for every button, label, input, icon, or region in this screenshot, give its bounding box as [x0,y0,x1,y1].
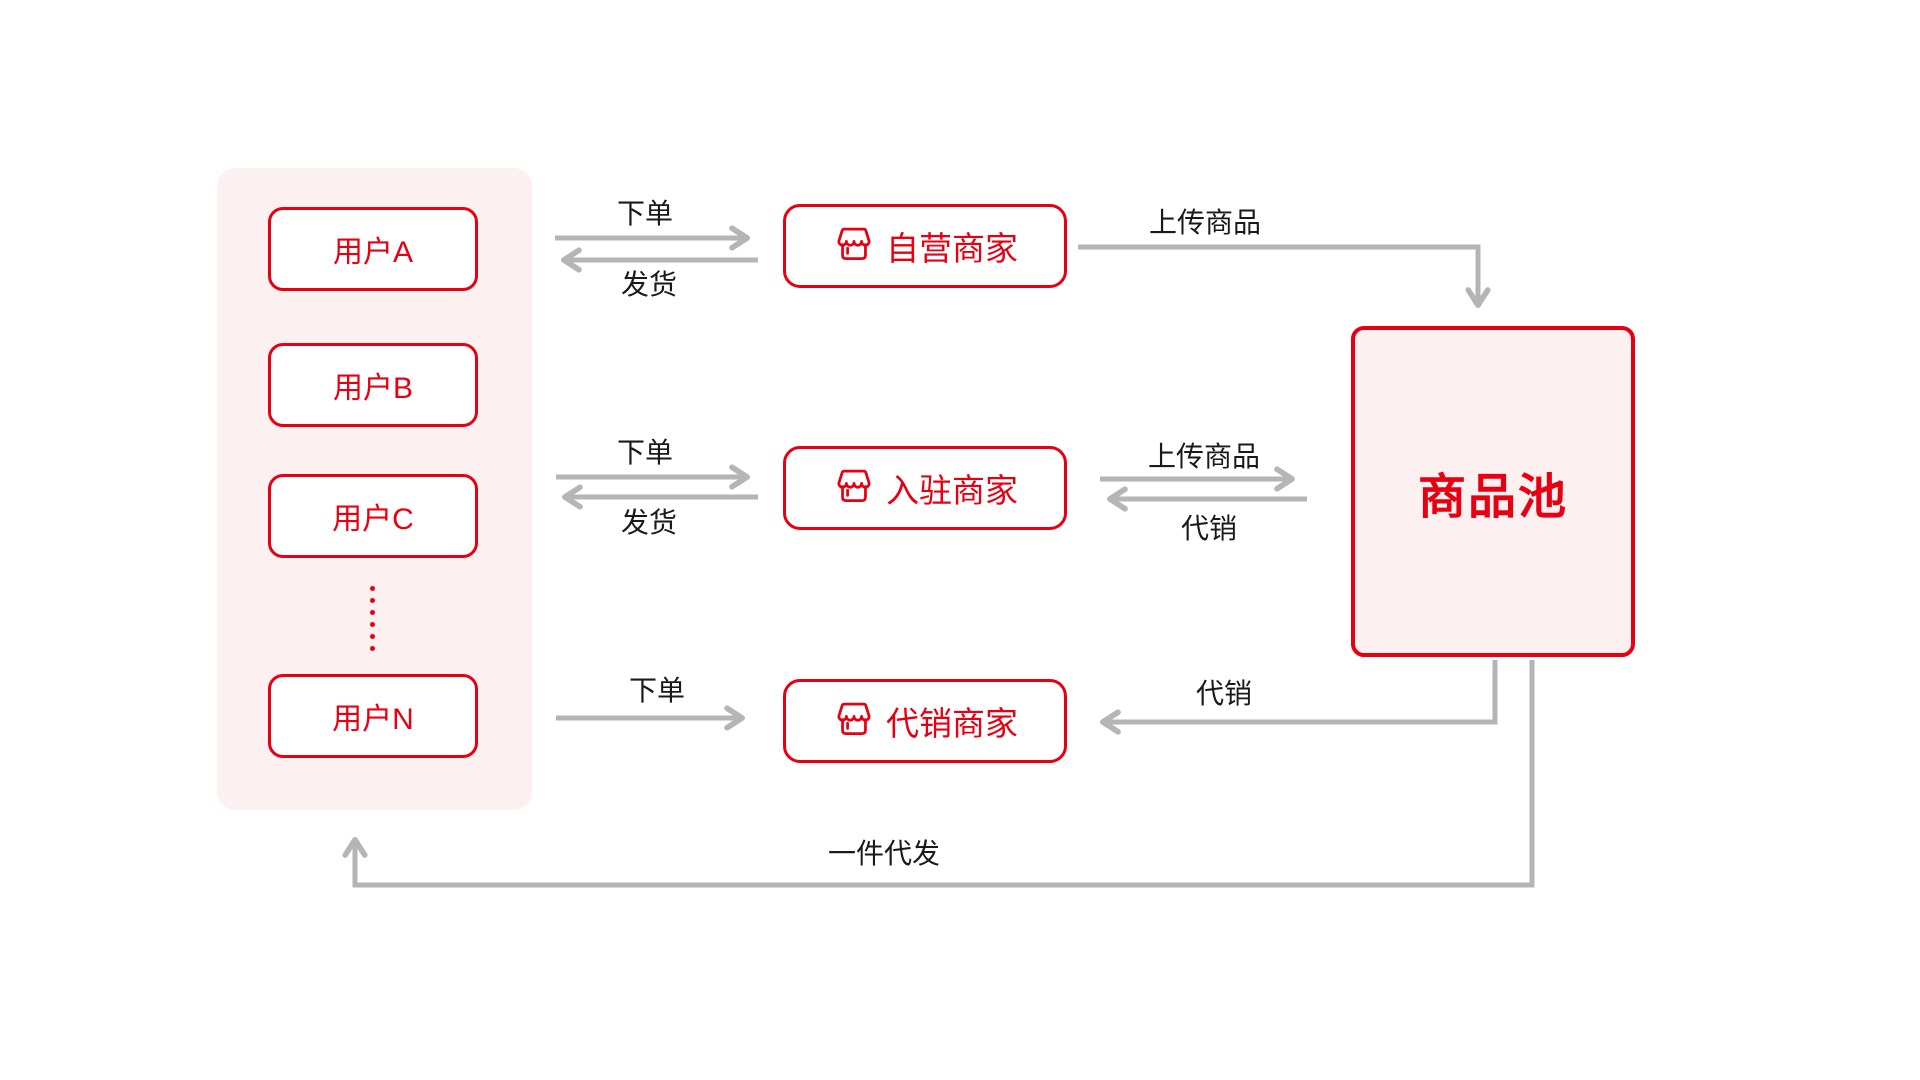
user-c-label: 用户C [332,503,414,536]
storefront-icon [837,469,871,503]
storefront-icon [837,227,871,261]
consignment-merchant-box: 代销商家 [783,679,1067,763]
user-n-box: 用户N [268,674,478,758]
ellipsis-dots-icon [370,586,375,651]
user-b-box: 用户B [268,343,478,427]
edge-label-ship-2: 发货 [620,507,678,538]
user-a-box: 用户A [268,207,478,291]
user-a-label: 用户A [332,236,413,269]
settled-merchant-box: 入驻商家 [783,446,1067,530]
storefront-icon [837,702,871,736]
settled-merchant-label: 入驻商家 [886,472,1018,509]
user-n-label: 用户N [332,703,414,736]
edge-label-ship-1: 发货 [620,269,678,300]
self-operated-merchant-box: 自营商家 [783,204,1067,288]
edge-label-order-3: 下单 [628,675,686,706]
product-pool-label: 商品池 [1417,470,1568,524]
edge-label-upload-1: 上传商品 [1148,207,1262,238]
self-operated-merchant-label: 自营商家 [886,230,1018,267]
arrow-consign-pool-to-consign-merchant [1100,660,1498,735]
edge-label-consign-2: 代销 [1180,513,1238,544]
user-b-label: 用户B [332,372,413,405]
edge-label-order-1: 下单 [616,198,674,229]
edge-label-order-2: 下单 [616,437,674,468]
arrow-upload-self-merchant-to-pool [1078,244,1491,308]
arrow-dropship-pool-to-users [342,660,1535,888]
user-c-box: 用户C [268,474,478,558]
product-pool-box: 商品池 [1351,326,1635,657]
edge-label-upload-2: 上传商品 [1147,441,1261,472]
edge-label-consign-3: 代销 [1195,678,1253,709]
edge-label-dropship: 一件代发 [827,838,941,869]
consignment-merchant-label: 代销商家 [886,705,1018,742]
